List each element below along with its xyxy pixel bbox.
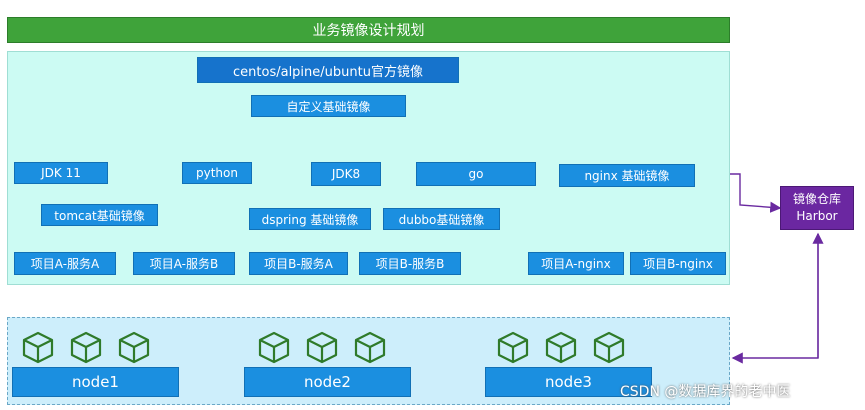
container-icon [306, 331, 338, 364]
project-a-service-a-box: 项目A-服务A [14, 252, 116, 275]
project-b-service-a-box: 项目B-服务A [249, 252, 348, 275]
jdk8-box: JDK8 [311, 162, 381, 186]
custom-base-image-box: 自定义基础镜像 [251, 95, 406, 117]
container-icon [545, 331, 577, 364]
container-icon [354, 331, 386, 364]
project-b-nginx-box: 项目B-nginx [630, 252, 726, 275]
page-title: 业务镜像设计规划 [7, 17, 730, 43]
watermark: CSDN @数据库界的老中医 [620, 384, 791, 400]
harbor-label-en: Harbor [796, 209, 838, 223]
container-icon [593, 331, 625, 364]
python-box: python [182, 162, 252, 184]
node1-box: node1 [12, 367, 179, 397]
project-a-service-b-box: 项目A-服务B [133, 252, 235, 275]
dspring-base-box: dspring 基础镜像 [249, 208, 371, 230]
container-icon [118, 331, 150, 364]
go-box: go [416, 162, 536, 186]
container-icon [22, 331, 54, 364]
dubbo-base-box: dubbo基础镜像 [383, 208, 500, 230]
node3-box: node3 [485, 367, 652, 397]
container-icon [258, 331, 290, 364]
node2-box: node2 [244, 367, 411, 397]
container-icon [70, 331, 102, 364]
jdk11-box: JDK 11 [14, 162, 108, 184]
harbor-registry-box: 镜像仓库 Harbor [780, 186, 854, 230]
project-a-nginx-box: 项目A-nginx [528, 252, 624, 275]
harbor-label-cn: 镜像仓库 [792, 192, 841, 206]
container-icon [497, 331, 529, 364]
official-image-box: centos/alpine/ubuntu官方镜像 [197, 57, 459, 83]
project-b-service-b-box: 项目B-服务B [359, 252, 461, 275]
tomcat-base-box: tomcat基础镜像 [41, 204, 158, 226]
nginx-base-box: nginx 基础镜像 [559, 164, 695, 187]
